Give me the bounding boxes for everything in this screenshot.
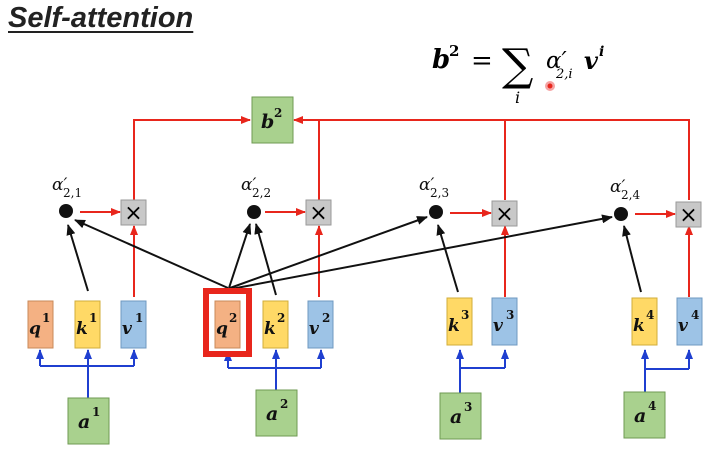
vector-letter: v [493,316,504,336]
alpha-subscript: 2,3 [430,186,449,200]
vector-k2: k 2 [262,300,289,349]
input-index: 4 [648,399,656,413]
input-letter: a [634,405,646,427]
formula-alpha: α′ [546,48,568,74]
alpha-label: α′ [52,175,67,195]
vector-letter: k [633,316,645,336]
vector-q2: q 2 [214,300,241,349]
q2-to-alpha4-arrow [230,214,613,290]
vector-letter: v [678,316,689,336]
alpha-label: α′ [241,175,256,195]
multiply-icon: × [309,201,327,226]
mult2-to-output-arrow [293,116,320,200]
vector-v3: v 3 [491,297,518,346]
input-a3: a 3 [439,392,482,440]
formula-sum-index: i [515,88,520,107]
vector-index: 2 [277,311,285,325]
vector-index: 2 [229,311,237,325]
multiply-icon: × [124,201,142,226]
multiplier-4: × [675,201,702,228]
multiply-icon: × [679,203,697,228]
formula-alpha-sub: 2,i [555,67,573,82]
vector-v1: v 1 [120,300,147,349]
vector-letter: k [76,319,88,339]
attention-lines [66,214,642,296]
vector-index: 3 [506,308,514,322]
alpha-label: α′ [610,177,625,197]
vector-k3: k 3 [446,297,473,346]
vector-letter: k [448,316,460,336]
input-letter: a [266,403,278,425]
vector-index: 1 [135,311,143,325]
vector-index: 2 [322,311,330,325]
alpha-subscript: 2,4 [621,188,640,202]
k4-to-alpha4-arrow [622,225,642,293]
red-connectors [80,116,693,297]
k3-to-alpha3-arrow [436,224,459,293]
alpha-label: α′ [419,175,434,195]
mult1-to-output-arrow [133,116,251,200]
vector-v4: v 4 [676,297,703,346]
multiply-icon: × [495,202,513,227]
alpha-node-2: α′ 2,2 [241,175,271,219]
alpha-node-1: α′ 2,1 [52,175,82,218]
formula-v: v [584,46,599,75]
q2-to-alpha3-arrow [229,216,428,289]
input-connectors [36,349,693,398]
formula: b 2 = ∑ i α′ 2,i v i [432,40,604,107]
input-index: 2 [280,397,288,411]
input-a4: a 4 [623,391,666,439]
input-a2: a 2 [255,389,298,437]
input-a1: a 1 [67,397,110,445]
vector-index: 4 [646,308,654,322]
alpha-node-4: α′ 2,4 [610,177,640,221]
vector-letter: q [29,319,41,339]
q2-to-alpha2-arrow [228,223,252,289]
k2-to-alpha2-arrow [254,223,277,296]
alpha-node-3: α′ 2,3 [419,175,449,219]
vector-index: 4 [691,308,699,322]
vector-index: 1 [89,311,97,325]
input-index: 1 [92,405,100,419]
query-highlight-frame [203,288,252,357]
output-b2: b 2 [251,96,294,144]
input-letter: a [78,411,90,433]
input-index: 3 [464,400,472,414]
formula-lhs-sup: 2 [449,42,459,60]
k1-to-alpha1-arrow [66,224,89,292]
multiplier-2: × [305,199,332,226]
vector-v2: v 2 [307,300,334,349]
vector-letter: q [216,319,228,339]
formula-sum: ∑ [502,40,533,91]
vector-letter: v [122,319,133,339]
vector-letter: k [264,319,276,339]
multiplier-3: × [491,200,518,227]
formula-equals: = [471,46,493,76]
output-b2-letter: b [261,111,274,133]
input-letter: a [450,406,462,428]
vector-k1: k 1 [74,300,101,349]
output-b2-sup: 2 [274,106,282,120]
vector-letter: v [309,319,320,339]
formula-lhs: b [432,45,450,75]
vector-k4: k 4 [631,297,658,346]
pointer-dot [547,83,553,89]
mult4-to-output-line [505,119,690,200]
vector-q1: q 1 [27,300,54,349]
formula-v-sup: i [599,44,604,60]
alpha-subscript: 2,1 [63,186,82,200]
mult3-to-output-line [294,119,506,200]
vector-index: 1 [42,311,50,325]
multiplier-1: × [120,199,147,226]
alpha-subscript: 2,2 [252,186,271,200]
q2-to-alpha1-arrow [74,219,229,289]
vector-index: 3 [461,308,469,322]
slide-title: Self-attention [8,2,194,34]
